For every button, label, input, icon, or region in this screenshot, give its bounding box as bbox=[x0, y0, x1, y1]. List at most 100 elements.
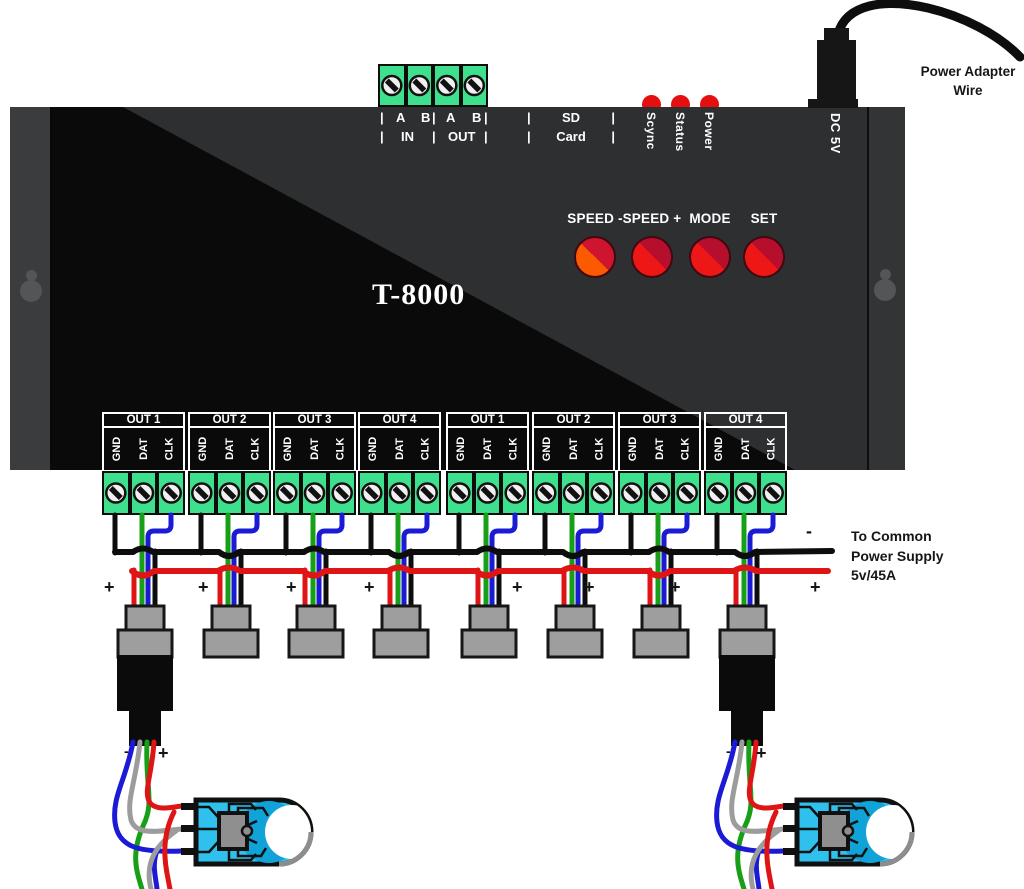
set-label: SET bbox=[750, 211, 778, 226]
plus-mark: + bbox=[198, 577, 209, 597]
power-adapter-line2: Wire bbox=[953, 83, 983, 98]
out-group-6: OUT 2 GND DAT CLK bbox=[532, 412, 615, 470]
in-label: IN bbox=[401, 129, 414, 144]
terminal-cell bbox=[704, 471, 732, 515]
terminal-cell bbox=[157, 471, 186, 515]
pin-label-clk: CLK bbox=[507, 437, 520, 461]
out-group-header: OUT 2 bbox=[532, 412, 615, 428]
signal-terminal-block bbox=[378, 64, 488, 107]
plus-mark: + bbox=[104, 577, 115, 597]
sd-card-label-row-2: | Card | bbox=[527, 129, 615, 144]
terminal-strip bbox=[273, 471, 357, 515]
out-group-header: OUT 2 bbox=[188, 412, 271, 428]
divider-bar: | bbox=[527, 110, 531, 125]
out-group-header: OUT 4 bbox=[704, 412, 787, 428]
status-led-label: Status bbox=[673, 112, 687, 152]
pin-label-gnd: GND bbox=[367, 436, 380, 462]
plus-mark: + bbox=[158, 743, 169, 763]
pin-label-dat: DAT bbox=[567, 438, 580, 460]
pin-label-dat: DAT bbox=[653, 438, 666, 460]
keyhole-mount-left bbox=[26, 270, 37, 281]
terminal-strip bbox=[102, 471, 186, 515]
out-group-2: OUT 2 GND DAT CLK bbox=[188, 412, 271, 470]
speed-minus-button bbox=[574, 236, 616, 278]
chassis-right-bevel bbox=[867, 107, 905, 470]
mode-label: MODE bbox=[689, 211, 731, 226]
port-a-in: A bbox=[396, 110, 406, 125]
terminal-cell bbox=[102, 471, 130, 515]
pin-label-dat: DAT bbox=[481, 438, 494, 460]
minus-mark: - bbox=[806, 521, 812, 541]
plus-mark: + bbox=[810, 577, 821, 597]
pin-label-gnd: GND bbox=[197, 436, 210, 462]
terminal-cell bbox=[433, 64, 461, 107]
divider-bar: | bbox=[611, 110, 615, 125]
port-b-in: B bbox=[421, 110, 431, 125]
pin-label-gnd: GND bbox=[541, 436, 554, 462]
out-group-8: OUT 4 GND DAT CLK bbox=[704, 412, 787, 470]
out-group-header: OUT 4 bbox=[358, 412, 441, 428]
speed-minus-label: SPEED - bbox=[567, 211, 623, 226]
pin-label-clk: CLK bbox=[679, 437, 692, 461]
pin-label-gnd: GND bbox=[713, 436, 726, 462]
plus-mark: + bbox=[584, 577, 595, 597]
pin-label-gnd: GND bbox=[455, 436, 468, 462]
power-led-label: Power bbox=[702, 112, 716, 151]
pin-label-clk: CLK bbox=[419, 437, 432, 461]
terminal-cell bbox=[460, 64, 488, 107]
minus-mark: - bbox=[726, 743, 731, 759]
plus-mark: + bbox=[286, 577, 297, 597]
terminal-cell bbox=[215, 471, 244, 515]
card-label: Card bbox=[556, 129, 586, 144]
plus-mark: + bbox=[364, 577, 375, 597]
terminal-cell bbox=[385, 471, 414, 515]
led-pixel-module bbox=[794, 797, 918, 867]
divider-bar: | bbox=[380, 110, 384, 125]
out-group-3: OUT 3 GND DAT CLK bbox=[273, 412, 356, 470]
model-label: T-8000 bbox=[372, 278, 466, 311]
keyhole-mount-left bbox=[20, 280, 42, 302]
sd-card-label-row-1: | SD | bbox=[527, 110, 615, 125]
terminal-cell bbox=[378, 64, 406, 107]
divider-bar: | bbox=[484, 129, 488, 144]
terminal-strip bbox=[446, 471, 530, 515]
terminal-strip bbox=[532, 471, 616, 515]
out-group-1: OUT 1 GND DAT CLK bbox=[102, 412, 185, 470]
terminal-cell bbox=[759, 471, 788, 515]
pin-label-gnd: GND bbox=[627, 436, 640, 462]
power-plug-tip bbox=[824, 28, 849, 42]
divider-bar: | bbox=[432, 110, 436, 125]
pin-label-clk: CLK bbox=[249, 437, 262, 461]
terminal-strip bbox=[618, 471, 702, 515]
divider-bar: | bbox=[380, 129, 384, 144]
terminal-cell bbox=[587, 471, 616, 515]
terminal-cell bbox=[273, 471, 301, 515]
mode-button bbox=[689, 236, 731, 278]
pin-label-clk: CLK bbox=[334, 437, 347, 461]
controller-chassis bbox=[10, 107, 905, 470]
terminal-strip bbox=[358, 471, 442, 515]
speed-plus-button bbox=[631, 236, 673, 278]
pin-label-dat: DAT bbox=[739, 438, 752, 460]
sync-led-label: Scync bbox=[644, 112, 658, 150]
minus-mark: - bbox=[124, 743, 129, 759]
terminal-cell bbox=[618, 471, 646, 515]
out-group-7: OUT 3 GND DAT CLK bbox=[618, 412, 701, 470]
out-group-header: OUT 1 bbox=[446, 412, 529, 428]
pin-label-clk: CLK bbox=[593, 437, 606, 461]
terminal-strip bbox=[704, 471, 788, 515]
terminal-cell bbox=[188, 471, 216, 515]
out-group-5: OUT 1 GND DAT CLK bbox=[446, 412, 529, 470]
terminal-cell bbox=[243, 471, 272, 515]
terminal-cell bbox=[405, 64, 433, 107]
power-supply-annotation: To Common Power Supply 5v/45A bbox=[851, 527, 944, 586]
divider-bar: | bbox=[432, 129, 436, 144]
divider-bar: | bbox=[484, 110, 488, 125]
set-button bbox=[743, 236, 785, 278]
port-a-out: A bbox=[446, 110, 456, 125]
led-pixel-module bbox=[193, 797, 317, 867]
pin-label-dat: DAT bbox=[308, 438, 321, 460]
power-adapter-line1: Power Adapter bbox=[920, 64, 1016, 79]
terminal-cell bbox=[413, 471, 442, 515]
